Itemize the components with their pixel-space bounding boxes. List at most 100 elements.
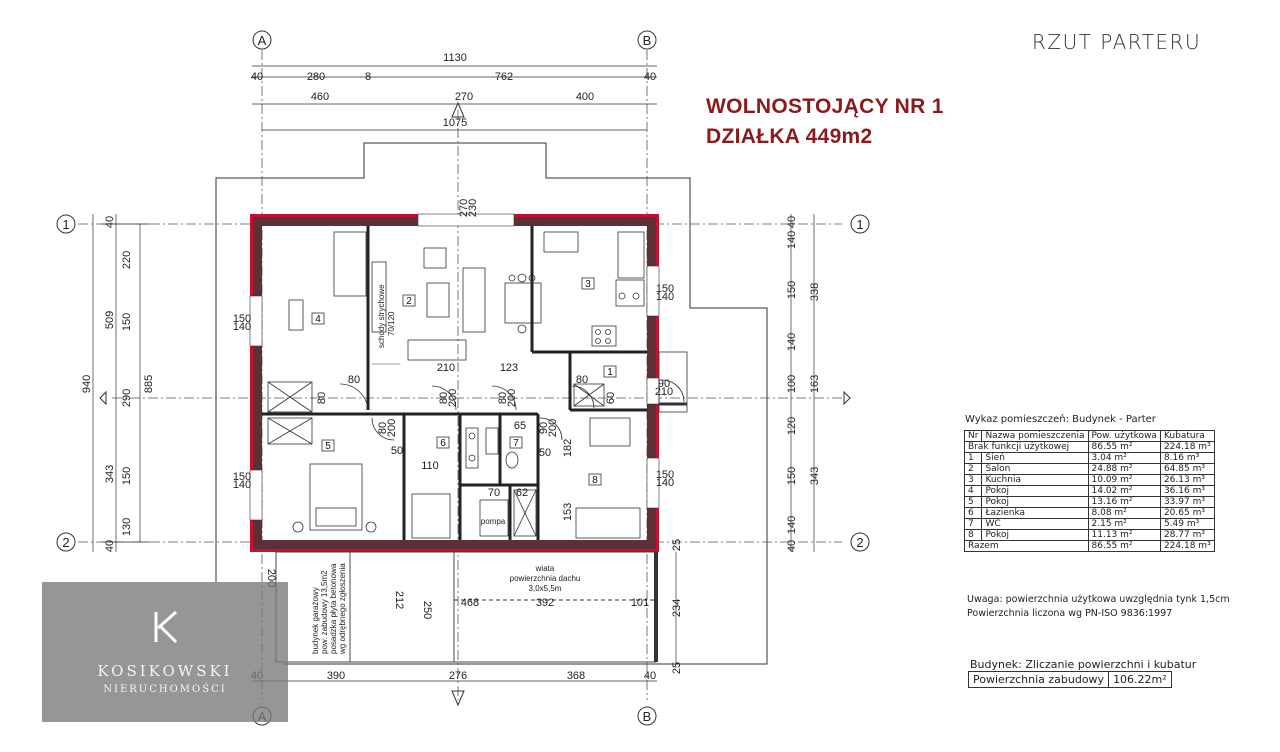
dim-label: 140 [786,231,798,249]
room-number-labels: 1 2 3 4 5 6 7 8 [315,279,613,486]
axis-label: 1 [856,217,863,232]
dimension-text: 1130 40 280 8 762 40 460 270 400 1075 40… [81,52,821,682]
dim-label: 140 [786,333,798,351]
dim-label: 130 [121,518,133,536]
carport-size: 3,0x5,5m [529,584,562,593]
dim-label: 65 [514,420,526,432]
dim-label: 940 [81,375,93,393]
project-title-line: DZIAŁKA 449m2 [706,125,873,148]
section-markers [99,101,851,707]
table-cell: 13.16 m² [1087,496,1161,508]
dim-label: 150 [233,471,251,483]
dim-label: 343 [809,467,821,485]
dim-label: 140 [786,516,798,534]
table-cell: 10.09 m² [1087,474,1161,486]
axis-label: B [643,709,652,724]
dim-label: 1075 [443,117,467,129]
table-header-row: Nr Nazwa pomieszczenia Pow. użytkowa Kub… [963,430,1215,442]
note-line: Uwaga: powierzchnia użytkowa uwzględnia … [967,594,1230,605]
table-cell: 24.88 m² [1087,463,1161,475]
stairs-size: 70/120 [387,311,396,336]
dim-label: 40 [786,216,798,228]
room-table-title: Wykaz pomieszczeń: Budynek - Parter [965,414,1156,425]
dim-label: 90 [658,378,670,390]
dim-label: 182 [562,439,574,457]
summary-label: Powierzchnia zabudowy [973,673,1105,686]
room-number: 7 [513,438,519,449]
dim-label: 163 [809,375,821,393]
logo-k-mark [154,610,178,644]
table-cell: Razem [964,540,1089,552]
table-cell: 36.16 m³ [1159,485,1215,497]
dim-label: 25 [671,539,683,551]
table-cell: 3 [963,474,983,486]
dim-label: 270 [458,199,470,217]
table-cell: 26.13 m³ [1159,474,1215,486]
dim-label: 150 [121,313,133,331]
table-cell: 8.16 m³ [1159,452,1215,464]
table-cell: Brak funkcji użytkowej [964,441,1089,453]
dim-label: 210 [437,362,455,374]
room-number: 2 [406,296,412,307]
dim-label: 123 [500,362,518,374]
dim-label: 80 [316,392,328,404]
room-number: 3 [585,279,591,290]
furniture [267,231,688,539]
table-header: Pow. użytkowa [1087,430,1161,442]
dim-label: 885 [143,375,155,393]
pump-label: pompa [481,517,506,526]
table-cell: 33.97 m³ [1159,496,1215,508]
table-cell: 64.85 m³ [1159,463,1215,475]
dim-label: 150 [233,313,251,325]
dim-label: 290 [121,389,133,407]
table-cell: 28.77 m³ [1159,529,1215,541]
dim-label: 40 [786,540,798,552]
dim-label: 8 [365,71,371,83]
dim-label: 100 [786,375,798,393]
garage-label: pow. zabudowy 13,5m2 [320,570,329,654]
room-number: 1 [607,367,613,378]
table-cell: 5 [963,496,983,508]
axis-label: B [643,33,652,48]
table-cell: 2.15 m² [1087,518,1161,530]
dim-label: 25 [671,662,683,674]
table-cell: Pokoj [981,529,1089,541]
dim-label: 230 [467,199,479,217]
dim-label: 392 [536,597,554,609]
dim-label: 270 [455,91,473,103]
table-cell: 4 [963,485,983,497]
table-cell: 7 [963,518,983,530]
dim-label: 80 [497,392,509,404]
axis-label: 1 [62,217,69,232]
room-table: Nr Nazwa pomieszczenia Pow. użytkowa Kub… [963,430,1215,552]
dim-label: 762 [495,71,513,83]
carport-title: wiata [535,564,555,573]
room-number: 5 [325,441,331,452]
dim-label: 150 [121,467,133,485]
dim-label: 150 [786,467,798,485]
table-cell: Kuchnia [981,474,1089,486]
roof-outline [215,142,768,665]
dim-label: 390 [327,670,345,682]
table-header: Kubatura [1159,430,1215,442]
dim-label: 110 [421,460,439,472]
dim-label: 40 [644,71,656,83]
table-cell: 224.18 m³ [1159,540,1215,552]
dim-label: 150 [786,281,798,299]
table-cell: 224.18 m³ [1159,441,1215,453]
table-cell: 20.65 m³ [1159,507,1215,519]
dim-label: 150 [656,283,674,295]
dim-label: 80 [377,422,389,434]
dim-label: 62 [516,487,528,499]
table-cell: 5.49 m³ [1159,518,1215,530]
dim-label: 150 [656,469,674,481]
note-line: Powierzchnia liczona wg PN-ISO 9836:1997 [967,608,1173,619]
room-number: 8 [592,475,598,486]
axis-label: A [258,33,267,48]
dim-label: 101 [631,597,649,609]
table-cell: WC [981,518,1089,530]
